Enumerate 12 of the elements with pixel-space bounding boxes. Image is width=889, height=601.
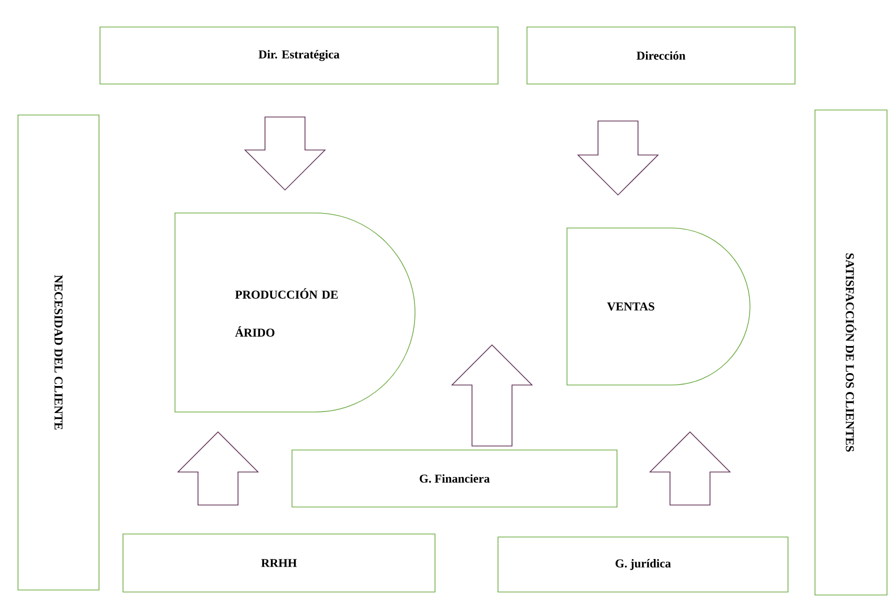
text-box: Dirección [526,26,796,84]
vertical-box: SATISFACCIÓN DE LOS CLIENTES [814,110,888,596]
text-box: Dir. Estratégica [100,26,498,84]
text-box: RRHH [122,534,436,592]
block-arrow [649,431,731,506]
block-arrow [451,344,533,446]
vertical-box: NECESIDAD DEL CLIENTE [18,114,100,590]
text-box: G. jurídica [498,536,788,592]
block-arrow [244,116,326,191]
block-arrow [177,431,259,506]
block-arrow [577,120,659,196]
text-box: G. Financiera [292,450,618,508]
